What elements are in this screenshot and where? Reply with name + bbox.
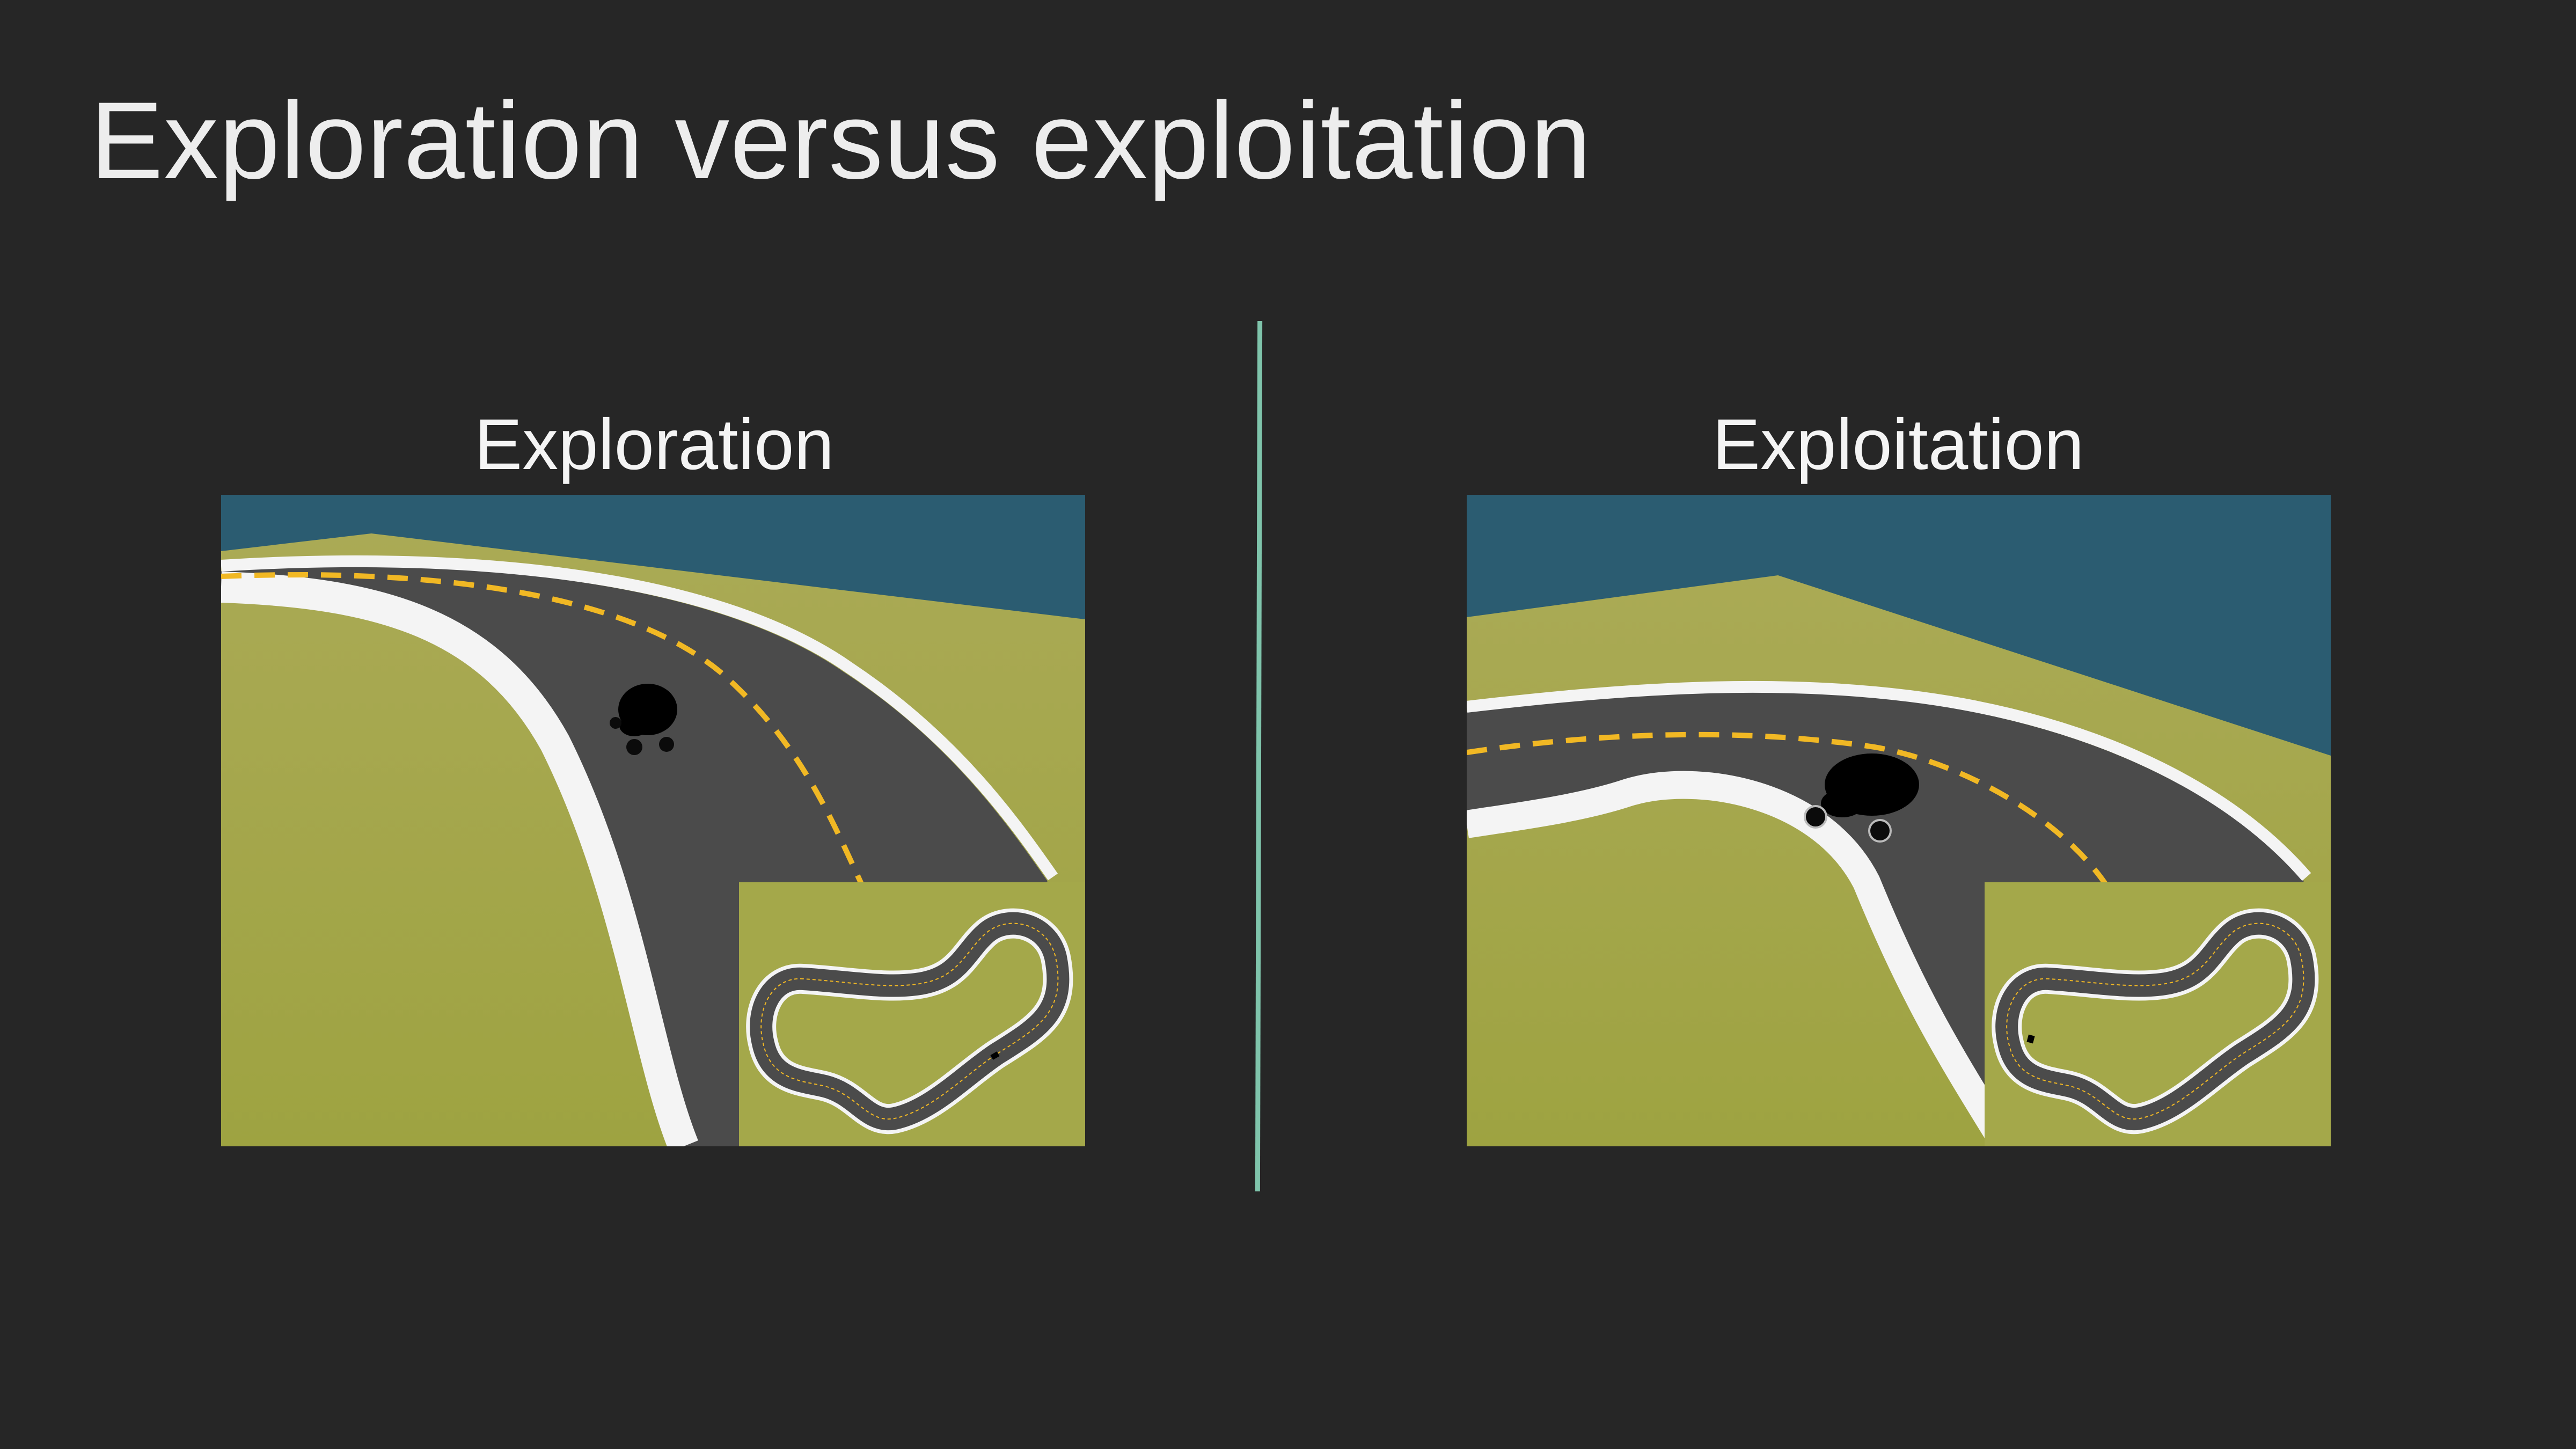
center-dashed-line bbox=[1467, 731, 2113, 894]
inner-road-edge bbox=[1467, 771, 2018, 1146]
exploration-track-view bbox=[221, 495, 1085, 1146]
vertical-divider bbox=[1255, 320, 1263, 1192]
exploration-scene bbox=[221, 495, 1085, 1146]
exploitation-track-view bbox=[1467, 495, 2331, 1146]
outer-road-edge bbox=[1467, 680, 2311, 881]
track-minimap bbox=[1985, 882, 2331, 1146]
center-dashed-line bbox=[221, 572, 868, 894]
exploration-heading: Exploration bbox=[474, 405, 835, 485]
track-minimap bbox=[739, 882, 1085, 1146]
slide-title: Exploration versus exploitation bbox=[90, 79, 1592, 202]
inner-road-edge bbox=[221, 572, 698, 1146]
race-car-icon bbox=[1804, 753, 1919, 843]
exploitation-heading: Exploitation bbox=[1712, 405, 2084, 485]
exploitation-scene bbox=[1467, 495, 2331, 1146]
race-car-icon bbox=[610, 684, 677, 755]
outer-road-edge bbox=[221, 555, 1058, 881]
